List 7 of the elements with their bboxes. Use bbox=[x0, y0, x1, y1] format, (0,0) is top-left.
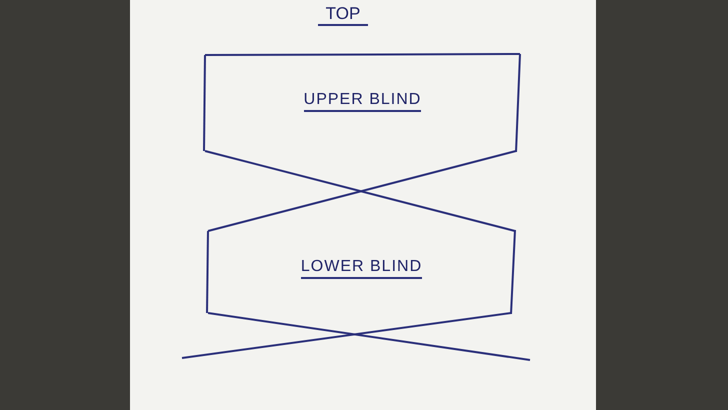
blind-outline bbox=[205, 55, 520, 151]
blind-label: UPPER BLIND bbox=[304, 91, 422, 112]
title: TOP bbox=[318, 4, 368, 26]
blind-label: LOWER BLIND bbox=[300, 258, 422, 279]
cord-line bbox=[182, 312, 512, 359]
cord-line bbox=[208, 312, 530, 361]
blind-outline bbox=[208, 231, 515, 313]
